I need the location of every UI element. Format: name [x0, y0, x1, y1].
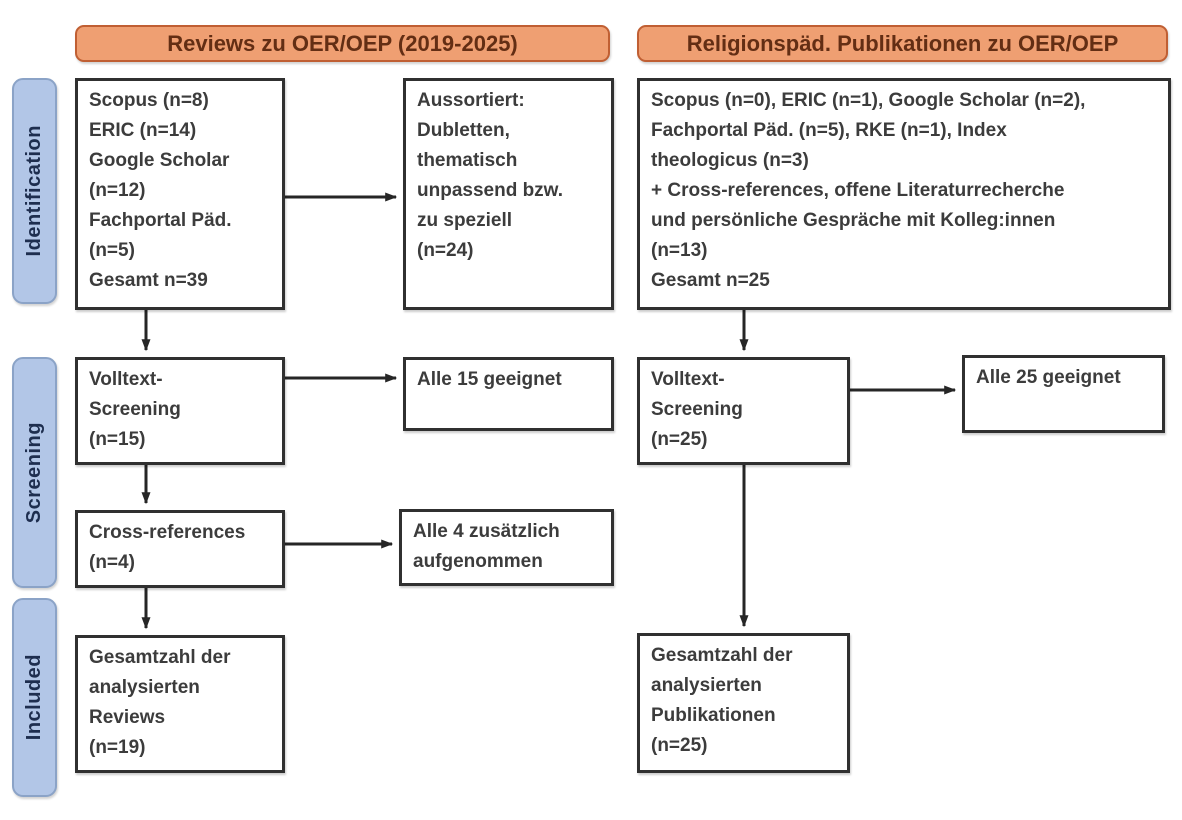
phase-label-identification: Identification: [12, 78, 57, 304]
phase-label-identification-text: Identification: [23, 125, 45, 257]
box-left-added-text: Alle 4 zusätzlich aufgenommen: [413, 521, 560, 572]
box-left-excluded: Aussortiert: Dubletten, thematisch unpas…: [403, 78, 614, 310]
box-right-fulltext-screening: Volltext- Screening (n=25): [637, 357, 850, 465]
box-left-eligible: Alle 15 geeignet: [403, 357, 614, 431]
box-right-sources-text: Scopus (n=0), ERIC (n=1), Google Scholar…: [651, 90, 1086, 291]
box-right-sources: Scopus (n=0), ERIC (n=1), Google Scholar…: [637, 78, 1171, 310]
box-right-eligible-text: Alle 25 geeignet: [976, 367, 1121, 388]
box-left-total: Gesamtzahl der analysierten Reviews (n=1…: [75, 635, 285, 773]
column-header-reviews: Reviews zu OER/OEP (2019-2025): [75, 25, 610, 62]
column-header-religionspaed: Religionspäd. Publikationen zu OER/OEP: [637, 25, 1168, 62]
box-left-fulltext-screening: Volltext- Screening (n=15): [75, 357, 285, 465]
box-left-crossref: Cross-references (n=4): [75, 510, 285, 588]
box-left-eligible-text: Alle 15 geeignet: [417, 369, 562, 390]
phase-label-screening: Screening: [12, 357, 57, 588]
box-left-added: Alle 4 zusätzlich aufgenommen: [399, 509, 614, 586]
phase-label-screening-text: Screening: [23, 421, 45, 524]
box-left-sources-text: Scopus (n=8) ERIC (n=14) Google Scholar …: [89, 90, 232, 291]
box-left-total-text: Gesamtzahl der analysierten Reviews (n=1…: [89, 647, 231, 758]
phase-label-included-text: Included: [23, 654, 45, 741]
box-left-crossref-text: Cross-references (n=4): [89, 522, 246, 573]
box-right-total-text: Gesamtzahl der analysierten Publikatione…: [651, 645, 793, 756]
box-left-excluded-text: Aussortiert: Dubletten, thematisch unpas…: [417, 90, 564, 261]
box-left-sources: Scopus (n=8) ERIC (n=14) Google Scholar …: [75, 78, 285, 310]
box-left-fulltext-screening-text: Volltext- Screening (n=15): [89, 369, 181, 450]
box-right-fulltext-screening-text: Volltext- Screening (n=25): [651, 369, 743, 450]
box-right-total: Gesamtzahl der analysierten Publikatione…: [637, 633, 850, 773]
phase-label-included: Included: [12, 598, 57, 797]
box-right-eligible: Alle 25 geeignet: [962, 355, 1165, 433]
